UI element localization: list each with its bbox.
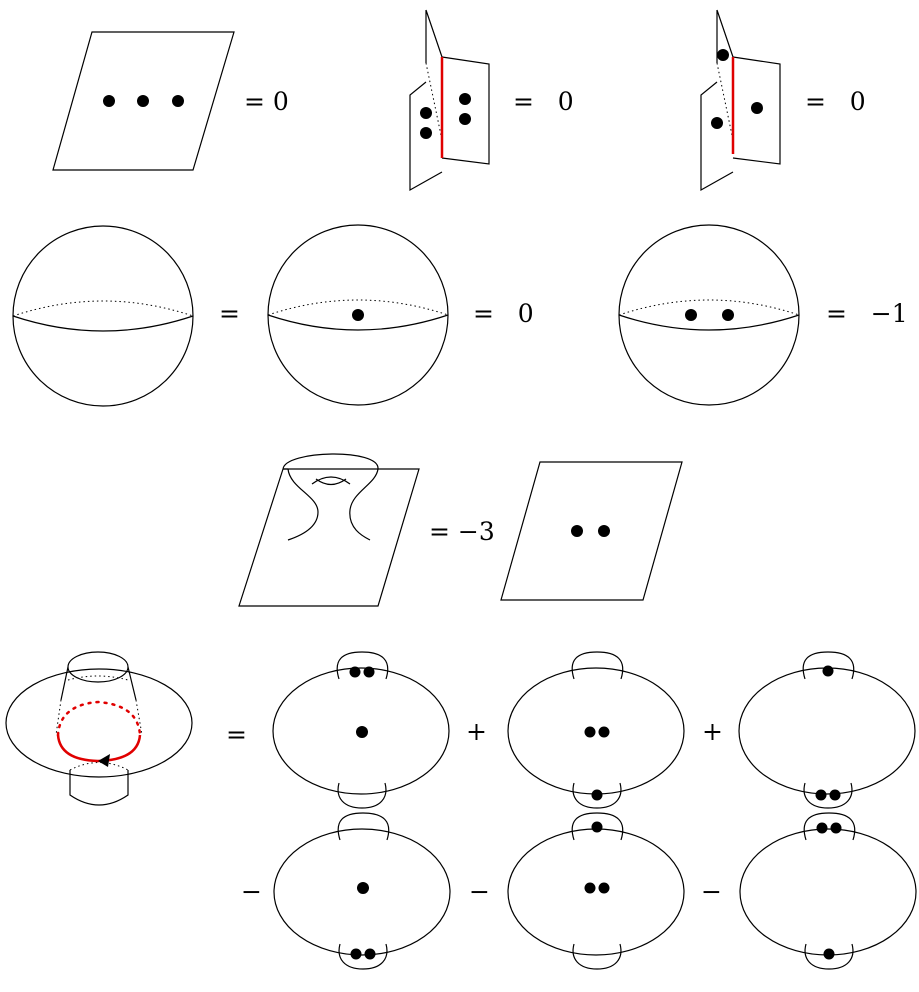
dot — [364, 948, 376, 960]
sign: − — [241, 877, 262, 906]
dot — [823, 948, 835, 960]
dot — [459, 113, 471, 125]
neck-cut-relation: = −3 — [238, 453, 683, 607]
sphere-one-dot — [267, 224, 449, 406]
dot — [830, 822, 842, 834]
dot — [815, 789, 827, 801]
tube-through-disk — [5, 651, 193, 806]
dot — [685, 309, 697, 321]
sphere-relations: = = 0 = −1 — [12, 224, 908, 407]
front-plane — [441, 56, 490, 165]
dot — [103, 95, 115, 107]
dot — [822, 665, 834, 677]
sign: − — [469, 877, 490, 906]
dot — [829, 789, 841, 801]
sphere-empty — [12, 225, 194, 407]
relation-text: = 0 — [805, 87, 866, 116]
expansion-term-1 — [272, 651, 450, 809]
plane — [500, 461, 683, 601]
back-plane — [409, 9, 443, 192]
neck-expansion-relation: = + + − — [5, 651, 917, 970]
plane — [52, 31, 235, 171]
dot — [356, 726, 368, 738]
sign: − — [701, 877, 722, 906]
relation-text: = — [226, 720, 247, 749]
wall-four-dots-relation: = 0 — [409, 9, 574, 192]
expansion-term-4 — [273, 812, 451, 970]
relation-text: = −3 — [429, 517, 495, 546]
dot — [598, 525, 610, 537]
dot — [598, 882, 610, 894]
relation-text: = 0 — [244, 87, 289, 116]
dot — [816, 822, 828, 834]
dot — [459, 93, 471, 105]
dot — [420, 127, 432, 139]
wall-three-dots-relation: = 0 — [700, 9, 866, 192]
dot — [363, 666, 375, 678]
dot — [717, 49, 729, 61]
relation-text: = 0 — [473, 299, 534, 328]
dot — [591, 821, 603, 833]
relation-text: = −1 — [826, 299, 908, 328]
sphere-two-dots — [618, 224, 800, 406]
dot — [350, 948, 362, 960]
expansion-term-3 — [738, 651, 916, 809]
sign: + — [466, 717, 487, 746]
dot — [571, 525, 583, 537]
dot — [172, 95, 184, 107]
dot — [420, 107, 432, 119]
dot — [722, 309, 734, 321]
dot — [349, 666, 361, 678]
orientation-arrow — [98, 754, 110, 767]
dot — [584, 726, 596, 738]
dot — [357, 882, 369, 894]
relation-text: = 0 — [513, 87, 574, 116]
expansion-term-6 — [739, 812, 917, 970]
sign: + — [702, 717, 723, 746]
dot — [584, 882, 596, 894]
dot — [598, 726, 610, 738]
dot — [352, 309, 364, 321]
expansion-term-5 — [507, 812, 685, 970]
dot — [591, 789, 603, 801]
back-plane — [700, 9, 734, 192]
dot — [751, 102, 763, 114]
plane-three-dots-relation: = 0 — [52, 31, 289, 171]
handle — [282, 453, 379, 541]
relation-text: = — [219, 299, 240, 328]
dot — [711, 117, 723, 129]
dot — [137, 95, 149, 107]
hole — [311, 476, 351, 486]
front-plane — [732, 56, 781, 165]
expansion-term-2 — [507, 651, 685, 809]
